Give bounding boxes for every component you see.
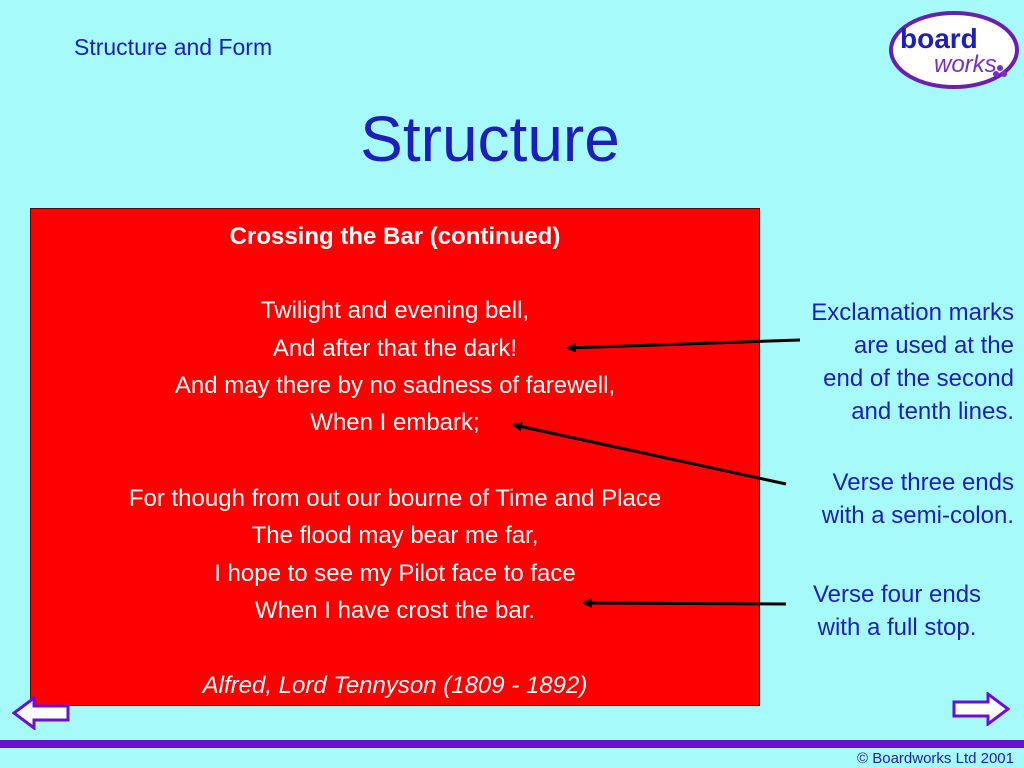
footer-divider: [0, 740, 1024, 748]
arrow-right-icon[interactable]: [952, 692, 1010, 726]
poem-line: For though from out our bourne of Time a…: [128, 485, 662, 512]
note-line: are used at the: [853, 332, 1014, 359]
topic-heading: Structure and Form: [74, 34, 273, 60]
poem-line: I hope to see my Pilot face to face: [214, 560, 576, 587]
poem-line: The flood may bear me far,: [251, 522, 539, 549]
note-line: with a full stop.: [817, 614, 977, 641]
note-line: and tenth lines.: [851, 398, 1014, 425]
note-line: Verse three ends: [832, 469, 1014, 496]
copyright-text: © Boardworks Ltd 2001: [857, 750, 1014, 767]
poem-author: Alfred, Lord Tennyson (1809 - 1892): [202, 672, 588, 699]
boardworks-logo: board works: [889, 11, 1019, 89]
poem-line: When I have crost the bar.: [254, 597, 536, 624]
poem-line: Twilight and evening bell,: [260, 297, 530, 324]
poem-line: And after that the dark!: [272, 335, 518, 362]
note-line: end of the second: [823, 365, 1014, 392]
note-line: Exclamation marks: [811, 299, 1014, 326]
note-fullstop: Verse four ends with a full stop.: [776, 578, 1018, 644]
arrow-left-icon[interactable]: [12, 696, 70, 730]
poem-panel: Crossing the Bar (continued) Twilight an…: [30, 208, 760, 706]
note-exclamation: Exclamation marks are used at the end of…: [760, 296, 1014, 428]
note-semicolon: Verse three ends with a semi-colon.: [760, 466, 1014, 532]
poem-title: Crossing the Bar (continued): [229, 223, 561, 250]
page-title: Structure: [360, 103, 620, 175]
logo-text-board: board: [900, 23, 978, 54]
poem-line: When I embark;: [310, 409, 480, 436]
logo-text-works: works: [934, 51, 997, 78]
note-line: Verse four ends: [812, 581, 982, 608]
note-line: with a semi-colon.: [821, 502, 1014, 529]
poem-line: And may there by no sadness of farewell,: [174, 372, 616, 399]
